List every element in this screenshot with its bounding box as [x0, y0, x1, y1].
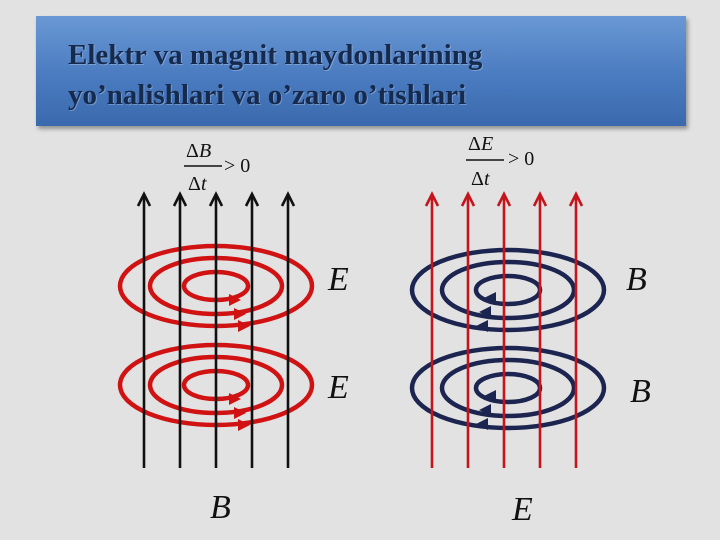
left-field-label: B	[210, 489, 231, 526]
right-lower-arrow-3	[476, 418, 488, 430]
slide-title: Elektr va magnit maydonlarining yo’nalis…	[68, 35, 668, 115]
right-upper-loop-inner	[473, 273, 543, 307]
right-lower-arrow-1	[484, 390, 496, 402]
left-panel: Δ B Δ t > 0	[117, 140, 349, 526]
left-lower-arrow-3	[238, 419, 250, 431]
left-rate-formula: Δ B Δ t > 0	[184, 140, 250, 195]
right-e-field-lines	[424, 191, 584, 468]
right-rate-denominator: t	[484, 168, 490, 190]
right-loop-direction-arrows	[476, 292, 496, 430]
right-field-arrowhead-2	[460, 191, 476, 207]
right-field-arrowhead-1	[424, 191, 440, 207]
right-rate-delta-top: Δ	[468, 133, 481, 155]
right-rate-delta-bottom: Δ	[471, 168, 484, 190]
right-field-arrowhead-5	[568, 191, 584, 207]
right-field-label: E	[511, 491, 533, 528]
left-lower-arrow-2	[234, 407, 246, 419]
left-field-arrowhead-1	[136, 191, 152, 207]
right-field-arrowhead-4	[532, 191, 548, 207]
right-lower-loop-outer	[409, 345, 607, 431]
left-loop-direction-arrows	[229, 294, 250, 431]
left-b-field-lines	[136, 191, 296, 468]
right-rate-formula: Δ E Δ t > 0	[466, 133, 534, 190]
left-upper-arrow-1	[229, 294, 241, 306]
right-induced-b-loops	[409, 247, 607, 431]
left-rate-delta-top: Δ	[186, 140, 199, 162]
right-panel: Δ E Δ t > 0	[409, 133, 651, 528]
left-rate-delta-bottom: Δ	[188, 173, 201, 195]
slide-title-line-1: Elektr va magnit maydonlarining	[68, 39, 483, 71]
left-loop-label-upper: E	[327, 261, 349, 298]
left-loop-label-lower: E	[327, 369, 349, 406]
right-upper-loop-middle	[439, 259, 577, 321]
right-upper-arrow-3	[476, 320, 488, 332]
left-field-arrowhead-4	[244, 191, 260, 207]
left-upper-arrow-3	[238, 320, 250, 332]
left-lower-arrow-1	[229, 393, 241, 405]
left-upper-arrow-2	[234, 308, 246, 320]
left-rate-denominator: t	[201, 173, 207, 195]
left-field-arrowhead-3	[208, 191, 224, 207]
left-rate-condition: > 0	[224, 155, 250, 177]
right-loop-label-upper: B	[626, 261, 647, 298]
right-upper-loop-outer	[409, 247, 607, 333]
right-rate-numerator: E	[480, 133, 493, 155]
right-lower-loop-inner	[473, 371, 543, 405]
left-rate-numerator: B	[199, 140, 211, 162]
right-upper-arrow-1	[484, 292, 496, 304]
right-field-arrowhead-3	[496, 191, 512, 207]
right-loop-label-lower: B	[630, 373, 651, 410]
slide-title-line-2: yo’nalishlari va o’zaro o’tishlari	[68, 79, 467, 111]
left-field-arrowhead-5	[280, 191, 296, 207]
right-rate-condition: > 0	[508, 148, 534, 170]
right-upper-arrow-2	[479, 306, 491, 318]
right-lower-loop-middle	[439, 357, 577, 419]
title-banner	[36, 16, 686, 126]
right-lower-arrow-2	[479, 404, 491, 416]
left-field-arrowhead-2	[172, 191, 188, 207]
